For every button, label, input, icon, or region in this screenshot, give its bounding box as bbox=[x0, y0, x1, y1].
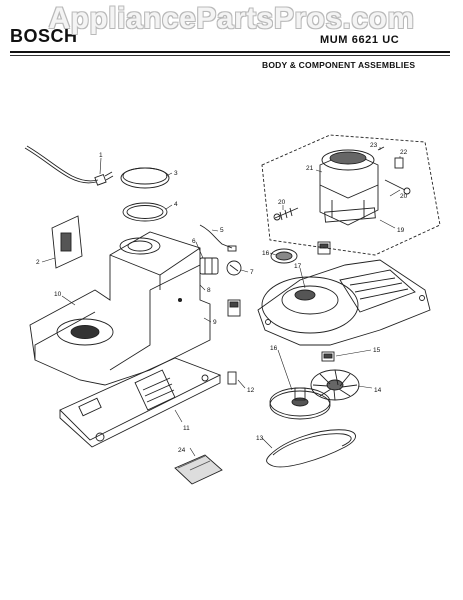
carbon-brush-part[interactable] bbox=[394, 157, 404, 169]
callout-17: 17 bbox=[294, 263, 302, 270]
fan-part[interactable] bbox=[310, 369, 360, 401]
callout-24: 24 bbox=[178, 447, 186, 454]
motor-frame-part[interactable] bbox=[257, 259, 431, 346]
callout-8: 8 bbox=[207, 287, 211, 294]
knob-part[interactable] bbox=[226, 260, 242, 276]
power-cord-part[interactable] bbox=[24, 145, 114, 186]
callout-labels: 1 3 4 2 5 6 7 8 9 10 11 12 13 14 15 16 1… bbox=[36, 142, 408, 454]
lid-disc-part[interactable] bbox=[120, 167, 170, 189]
header-rule bbox=[10, 51, 450, 53]
motor-part[interactable] bbox=[319, 149, 379, 226]
mount-block-part[interactable] bbox=[321, 351, 335, 362]
gear-disc-part[interactable] bbox=[270, 248, 298, 264]
callout-1: 1 bbox=[99, 152, 103, 159]
callout-22: 22 bbox=[400, 149, 408, 156]
connector-wire-part[interactable] bbox=[199, 224, 237, 252]
callout-14: 14 bbox=[374, 387, 382, 394]
header-rule-thin bbox=[10, 55, 450, 56]
callout-23: 23 bbox=[370, 142, 378, 149]
callout-20-right: 20 bbox=[400, 193, 408, 200]
brush-clip-part[interactable] bbox=[377, 146, 385, 151]
cap-part[interactable] bbox=[227, 299, 241, 317]
brand-logo: BOSCH bbox=[10, 26, 78, 46]
model-number: MUM 6621 UC bbox=[320, 34, 400, 46]
leader-lines bbox=[41, 147, 401, 457]
instruction-manual-part[interactable] bbox=[174, 454, 223, 485]
callout-20-left: 20 bbox=[278, 199, 286, 206]
callout-6: 6 bbox=[192, 238, 196, 245]
base-plate-part[interactable] bbox=[59, 357, 222, 448]
callout-16-lower: 16 bbox=[270, 345, 278, 352]
callout-5: 5 bbox=[220, 227, 224, 234]
callout-11: 11 bbox=[183, 425, 190, 432]
clip-part[interactable] bbox=[227, 371, 237, 385]
callout-7: 7 bbox=[250, 269, 254, 276]
watermark-text: AppliancePartsPros.com bbox=[48, 2, 415, 35]
screw-left-part[interactable] bbox=[273, 207, 299, 221]
callout-3: 3 bbox=[174, 170, 178, 177]
callout-19: 19 bbox=[397, 227, 405, 234]
switch-part[interactable] bbox=[199, 257, 219, 275]
callout-10: 10 bbox=[54, 291, 62, 298]
callout-13: 13 bbox=[256, 435, 264, 442]
seal-ring-part[interactable] bbox=[122, 202, 168, 222]
callout-21: 21 bbox=[306, 165, 314, 172]
switch-plate-part[interactable] bbox=[51, 215, 83, 269]
section-title: BODY & COMPONENT ASSEMBLIES bbox=[262, 60, 416, 70]
motor-assembly-box bbox=[261, 134, 441, 256]
main-housing-part[interactable] bbox=[29, 231, 211, 386]
callout-16-upper: 16 bbox=[262, 250, 270, 257]
callout-12: 12 bbox=[247, 387, 255, 394]
callout-9: 9 bbox=[213, 319, 217, 326]
callout-2: 2 bbox=[36, 259, 40, 266]
screw-right-part[interactable] bbox=[384, 179, 411, 195]
callout-15: 15 bbox=[373, 347, 381, 354]
callout-4: 4 bbox=[174, 201, 178, 208]
pulley-part[interactable] bbox=[269, 387, 331, 420]
drive-belt-part[interactable] bbox=[266, 429, 356, 468]
